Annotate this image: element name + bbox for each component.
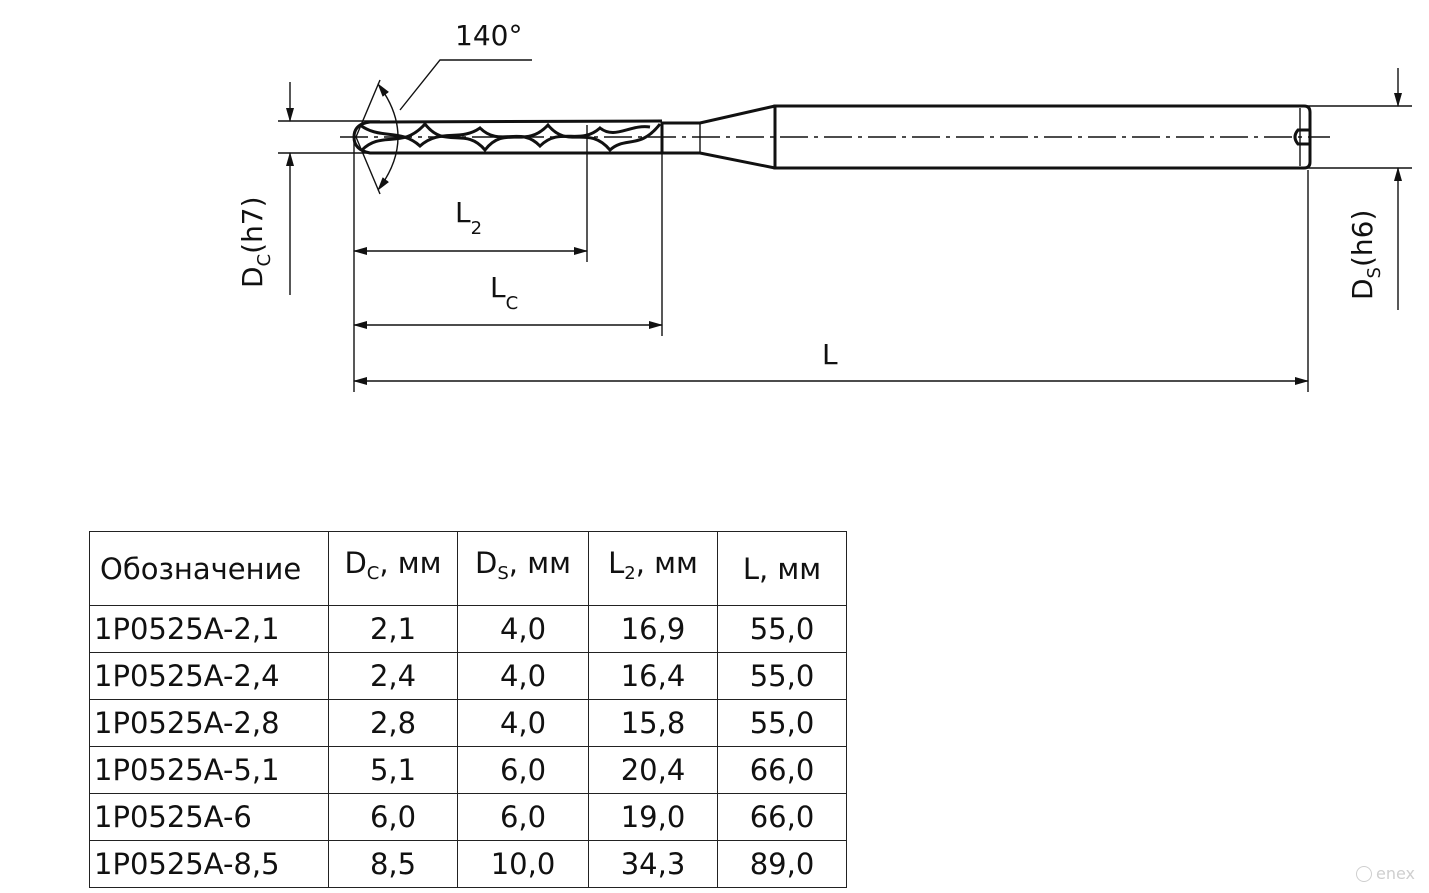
cell-ds: 4,0 — [457, 605, 589, 653]
cell-ds: 4,0 — [457, 699, 589, 747]
watermark-text: enex — [1375, 864, 1415, 883]
svg-text:L2: L2 — [455, 196, 482, 239]
header-designation: Обозначение — [89, 531, 329, 606]
header-l: L, мм — [717, 531, 847, 606]
table-row: 1P0525A-8,5 8,5 10,0 34,3 89,0 — [89, 840, 847, 888]
dc-dimension: DC(h7) — [236, 82, 380, 295]
table-header-row: Обозначение DC, мм DS, мм L2, мм L, мм — [89, 531, 847, 606]
cell-l2: 34,3 — [588, 840, 718, 888]
ds-label-sub: S — [1364, 267, 1385, 278]
cell-dc: 8,5 — [328, 840, 458, 888]
cell-l2: 20,4 — [588, 746, 718, 794]
dc-label-suffix: (h7) — [236, 196, 269, 253]
cell-l: 55,0 — [717, 605, 847, 653]
header-ds: DS, мм — [457, 531, 589, 606]
dc-label-main: D — [236, 266, 269, 288]
extension-lines — [353, 125, 1309, 392]
cell-l: 66,0 — [717, 793, 847, 841]
cell-l: 55,0 — [717, 652, 847, 700]
angle-label: 140° — [455, 19, 522, 52]
cell-dc: 2,8 — [328, 699, 458, 747]
specification-table: Обозначение DC, мм DS, мм L2, мм L, мм 1… — [89, 531, 847, 888]
cell-designation: 1P0525A-6 — [89, 793, 329, 841]
cell-l: 89,0 — [717, 840, 847, 888]
cell-ds: 6,0 — [457, 793, 589, 841]
header-l2: L2, мм — [588, 531, 718, 606]
cell-designation: 1P0525A-8,5 — [89, 840, 329, 888]
cell-ds: 6,0 — [457, 746, 589, 794]
point-angle-dimension: 140° — [355, 19, 532, 195]
svg-text:LC: LC — [490, 271, 518, 314]
l2-label-main: L — [455, 196, 471, 229]
enex-logo-icon — [1355, 866, 1372, 882]
l-dimension: L — [353, 338, 1309, 385]
cell-l: 55,0 — [717, 699, 847, 747]
dc-label-sub: C — [254, 254, 275, 267]
cell-designation: 1P0525A-5,1 — [89, 746, 329, 794]
ds-label-suffix: (h6) — [1346, 210, 1379, 267]
drill-drawing: 140° DC(h7) DS(h6) L2 — [236, 19, 1412, 392]
cell-dc: 2,4 — [328, 652, 458, 700]
ds-dimension: DS(h6) — [1306, 68, 1412, 310]
cell-dc: 2,1 — [328, 605, 458, 653]
watermark: enex — [1355, 864, 1415, 883]
l2-label-sub: 2 — [471, 218, 482, 239]
cell-l: 66,0 — [717, 746, 847, 794]
svg-text:DC(h7): DC(h7) — [236, 196, 275, 288]
cell-l2: 15,8 — [588, 699, 718, 747]
lc-label-sub: C — [506, 293, 519, 314]
cell-l2: 19,0 — [588, 793, 718, 841]
svg-text:DS(h6): DS(h6) — [1346, 210, 1385, 300]
ds-label-main: D — [1346, 278, 1379, 300]
cell-ds: 4,0 — [457, 652, 589, 700]
cell-dc: 5,1 — [328, 746, 458, 794]
header-dc: DC, мм — [328, 531, 458, 606]
l2-dimension: L2 — [353, 196, 588, 255]
table-row: 1P0525A-2,1 2,1 4,0 16,9 55,0 — [89, 605, 847, 653]
table-row: 1P0525A-2,4 2,4 4,0 16,4 55,0 — [89, 652, 847, 700]
l-label: L — [822, 338, 838, 371]
lc-dimension: LC — [353, 271, 663, 329]
cell-designation: 1P0525A-2,8 — [89, 699, 329, 747]
table-row: 1P0525A-6 6,0 6,0 19,0 66,0 — [89, 793, 847, 841]
cell-l2: 16,4 — [588, 652, 718, 700]
table-row: 1P0525A-2,8 2,8 4,0 15,8 55,0 — [89, 699, 847, 747]
table-row: 1P0525A-5,1 5,1 6,0 20,4 66,0 — [89, 746, 847, 794]
cell-designation: 1P0525A-2,1 — [89, 605, 329, 653]
cell-dc: 6,0 — [328, 793, 458, 841]
cell-l2: 16,9 — [588, 605, 718, 653]
cell-designation: 1P0525A-2,4 — [89, 652, 329, 700]
cell-ds: 10,0 — [457, 840, 589, 888]
lc-label-main: L — [490, 271, 506, 304]
